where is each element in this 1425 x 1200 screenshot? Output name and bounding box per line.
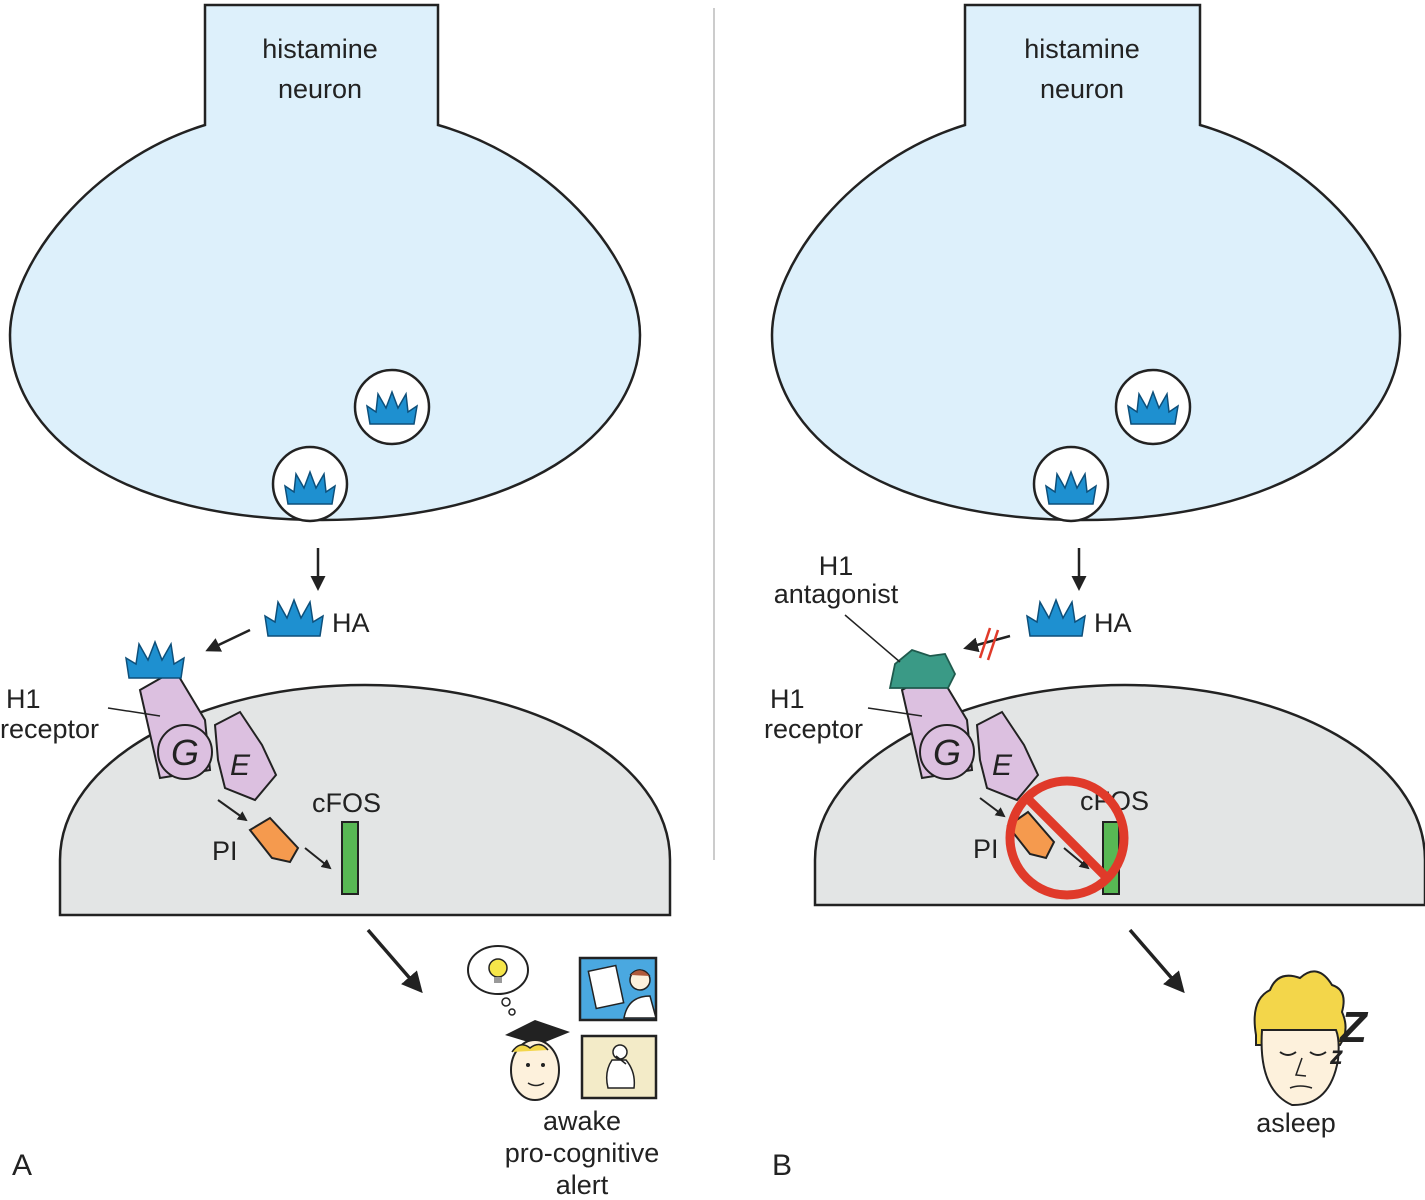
histamine-molecule-icon [1026, 597, 1086, 637]
graduate-icon [505, 1020, 570, 1101]
outcome-a-line3: alert [556, 1170, 609, 1200]
panel-letter-a: A [12, 1149, 32, 1182]
receptor-label-a-line2: receptor [0, 714, 99, 744]
pi-icon [1006, 810, 1056, 860]
neuron-label-a-line2: neuron [278, 74, 362, 104]
antagonist-label-line1: H1 [819, 551, 854, 581]
thinker-statue-icon [580, 1034, 658, 1100]
outcome-arrow-a [366, 928, 423, 994]
receptor-leader-a [107, 707, 161, 717]
doctor-clipboard-icon [578, 956, 658, 1022]
receptor-label-b-line2: receptor [764, 714, 863, 744]
prohibition-icon [1005, 776, 1129, 900]
binding-arrow-a [205, 628, 251, 652]
effector-label-a: E [230, 749, 251, 782]
histamine-molecule-icon [283, 469, 337, 505]
sleep-z-large: Z [1338, 1003, 1369, 1052]
neuron-label-b-line2: neuron [1040, 74, 1124, 104]
h1-antagonist-icon [888, 648, 957, 689]
sleeping-face-icon [1253, 970, 1347, 1107]
cfos-label-a: cFOS [312, 788, 381, 818]
h1-receptor-a: G E [125, 639, 278, 802]
antagonist-leader [844, 614, 901, 663]
cfos-gene-a [341, 821, 359, 895]
effector-label-b: E [992, 749, 1013, 782]
panel-a: histamine neuron HA G [0, 3, 672, 1200]
cfos-arrow-a [304, 847, 332, 870]
panel-letter-b: B [772, 1149, 792, 1182]
sleep-z-small: z [1329, 1040, 1343, 1070]
outcome-b-line1: asleep [1256, 1108, 1336, 1138]
histamine-molecule-icon [264, 597, 324, 637]
histamine-molecule-icon [1126, 389, 1180, 425]
neuron-label-a-line1: histamine [262, 34, 378, 64]
receptor-leader-b [867, 707, 923, 717]
receptor-label-a-line1: H1 [6, 684, 41, 714]
pi-icon [248, 816, 300, 864]
pi-label-a: PI [212, 836, 238, 866]
histamine-neuron-b [770, 3, 1402, 522]
lightbulb-thought-icon [467, 945, 529, 1016]
antagonist-label-line2: antagonist [774, 579, 899, 609]
histamine-molecule-icon [125, 639, 185, 679]
g-protein-label-a: G [171, 732, 199, 773]
ha-label-b: HA [1094, 608, 1132, 638]
cfos-arrow-b [1063, 847, 1090, 870]
blocked-binding-arrow [963, 627, 1011, 661]
outcome-a-line1: awake [543, 1106, 621, 1136]
outcome-arrow-b [1128, 928, 1185, 994]
target-cell-a [58, 683, 672, 917]
pi-arrow-b [979, 797, 1006, 818]
h1-receptor-b: G E [888, 648, 1040, 802]
outcome-a-line2: pro-cognitive [505, 1138, 660, 1168]
panel-b: histamine neuron HA G E [764, 3, 1425, 1182]
g-protein-label-b: G [933, 732, 961, 773]
ha-label-a: HA [332, 608, 370, 638]
histamine-molecule-icon [365, 389, 419, 425]
receptor-label-b-line1: H1 [770, 684, 805, 714]
neuron-label-b-line1: histamine [1024, 34, 1140, 64]
histamine-molecule-icon [1044, 469, 1098, 505]
pi-arrow-a [217, 799, 248, 822]
pi-label-b: PI [973, 834, 999, 864]
